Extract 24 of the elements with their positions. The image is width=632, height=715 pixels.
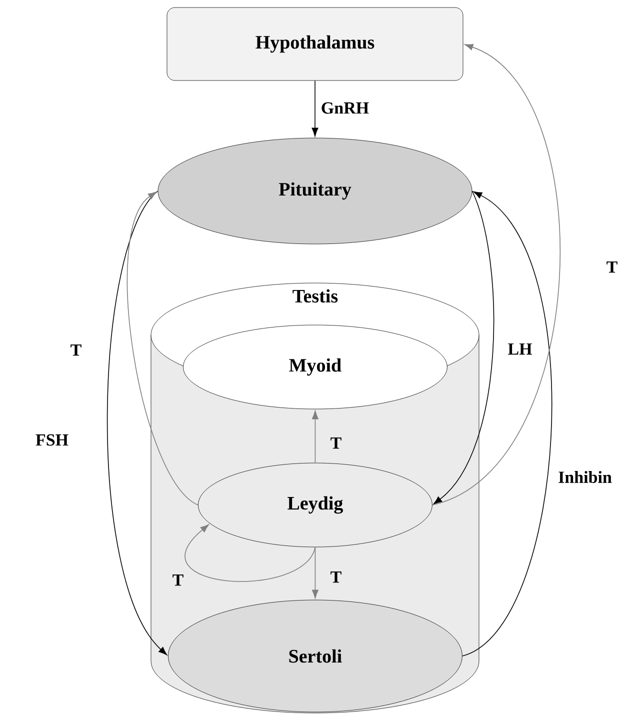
edge-label: T — [70, 344, 82, 356]
edge-label: T — [172, 574, 184, 586]
oval-node: Leydig — [198, 462, 432, 548]
node-label: Testis — [292, 289, 338, 303]
arrow — [462, 191, 552, 656]
edge-label: T — [330, 437, 342, 449]
arrow — [106, 190, 168, 656]
edge-label: LH — [508, 343, 532, 355]
edge-label: Inhibin — [558, 471, 612, 483]
arrow — [312, 80, 318, 136]
oval-node: Myoid — [183, 324, 448, 410]
edge-label: GnRH — [322, 102, 369, 114]
arrow — [432, 44, 560, 506]
arrow — [184, 524, 316, 582]
oval-node: Sertoli — [168, 600, 462, 712]
arrow — [433, 190, 494, 504]
arrow — [312, 410, 318, 464]
edge-label: FSH — [36, 434, 68, 446]
edge-label: T — [606, 261, 618, 273]
arrow — [312, 546, 318, 598]
arrow — [126, 192, 198, 506]
oval-node: Pituitary — [158, 138, 472, 244]
edge-label: T — [330, 571, 342, 583]
rounded-box: Hypothalamus — [166, 7, 464, 81]
